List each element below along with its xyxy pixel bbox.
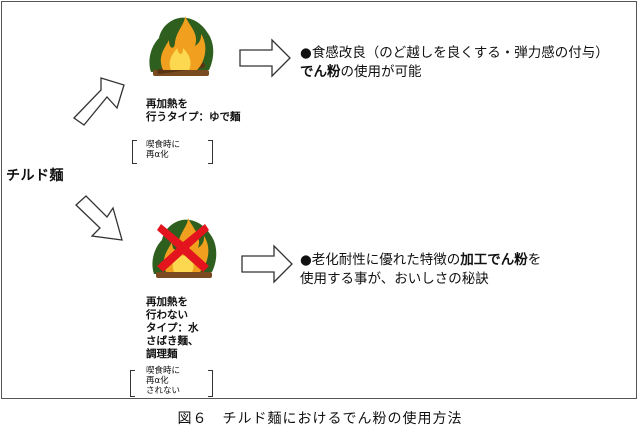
benefit-reheat-line2-rest: の使用が可能: [340, 64, 422, 80]
root-label: チルド麺: [6, 168, 64, 184]
modified-starch-emphasis: 加工でん粉: [460, 252, 528, 268]
starch-emphasis: でん粉: [300, 64, 341, 80]
benefit-no-reheat-post: を: [527, 252, 542, 268]
figure-caption: 図６ チルド麺におけるでん粉の使用方法: [177, 411, 463, 427]
benefit-reheat-line1: ●食感改良（のど越しを良くする・弾力感の付与）: [300, 45, 609, 61]
note-bracket-right: [208, 140, 213, 164]
note-bracket-left: [130, 370, 135, 397]
benefit-no-reheat: ●老化耐性に優れた特徴の加工でん粉を 使用する事が、おいしさの秘訣: [300, 251, 541, 289]
cross-icon: [157, 224, 209, 272]
benefit-reheat: ●食感改良（のど越しを良くする・弾力感の付与） でん粉の使用が可能: [300, 44, 609, 82]
benefit-no-reheat-pre: ●老化耐性に優れた特徴の: [300, 252, 461, 268]
note-bracket-left: [132, 140, 137, 164]
campfire-icon: [149, 16, 214, 76]
note-no-reheat: 喫食時に 再α化 されない: [146, 366, 181, 396]
branch-arrow-up: [73, 77, 125, 126]
benefit-no-reheat-line2: 使用する事が、おいしさの秘訣: [300, 271, 489, 287]
type-label-no-reheat: 再加熱を 行わない タイプ：水 さばき麺、 調理麺: [146, 296, 199, 360]
benefit-no-reheat-line1: ●老化耐性に優れた特徴の加工でん粉を: [300, 251, 541, 270]
result-arrow-bottom: [241, 244, 293, 284]
note-reheat: 喫食時に 再α化: [146, 140, 181, 160]
type-label-reheat: 再加熱を 行うタイプ：ゆで麺: [146, 98, 241, 123]
note-bracket-right: [208, 370, 213, 397]
figure-frame: [1, 1, 637, 399]
branch-arrow-down: [75, 195, 123, 241]
benefit-reheat-line2: でん粉の使用が可能: [300, 63, 609, 82]
result-arrow-top: [239, 38, 291, 78]
